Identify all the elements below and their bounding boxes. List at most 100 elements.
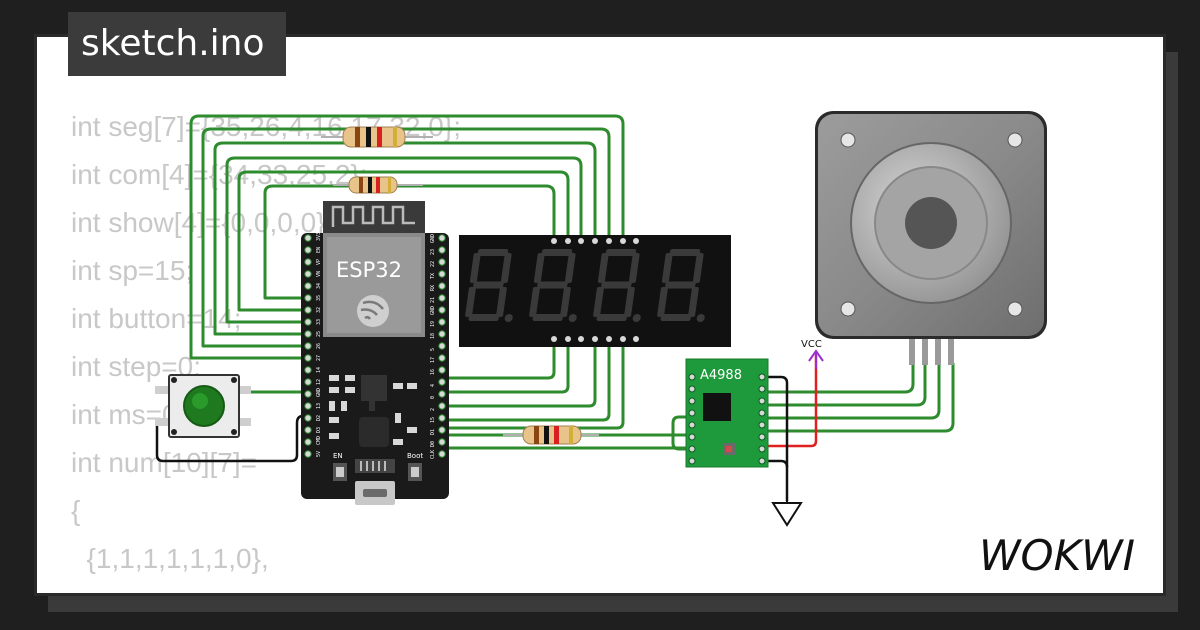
- display-pin[interactable]: [551, 238, 557, 244]
- esp32-pin[interactable]: [304, 402, 312, 410]
- esp32-pin[interactable]: [304, 390, 312, 398]
- code-line: int show[4]={0,0,0,0};: [71, 207, 334, 238]
- en-button[interactable]: [333, 463, 347, 481]
- code-line: int num[10][7]=: [71, 447, 258, 478]
- a4988-pin[interactable]: [688, 433, 696, 441]
- code-line: int button=14;: [71, 303, 242, 334]
- a4988-pin[interactable]: [758, 421, 766, 429]
- a4988-pin[interactable]: [758, 397, 766, 405]
- display-pin[interactable]: [606, 238, 612, 244]
- esp32-pin[interactable]: [304, 318, 312, 326]
- wire-gnd-button: [155, 414, 308, 463]
- wire-gnd-driver-2: [765, 459, 789, 468]
- esp32-pin-label: 35: [316, 295, 322, 301]
- esp32-pin[interactable]: [438, 414, 446, 422]
- a4988-pin[interactable]: [688, 445, 696, 453]
- resistor-3[interactable]: [503, 425, 599, 445]
- a4988-pin[interactable]: [688, 421, 696, 429]
- esp32-pin[interactable]: [438, 258, 446, 266]
- esp32-pin[interactable]: [438, 270, 446, 278]
- esp32-pin[interactable]: [438, 450, 446, 458]
- vcc-marker[interactable]: VCC: [801, 339, 824, 369]
- esp32-pin[interactable]: [304, 426, 312, 434]
- display-pin[interactable]: [620, 238, 626, 244]
- esp32-pin[interactable]: [304, 330, 312, 338]
- display-pin[interactable]: [565, 336, 571, 342]
- esp32-pin[interactable]: [304, 450, 312, 458]
- a4988-driver[interactable]: A4988: [685, 358, 769, 468]
- display-pin[interactable]: [578, 238, 584, 244]
- esp32-label: ESP32: [336, 258, 402, 282]
- a4988-pin[interactable]: [758, 445, 766, 453]
- esp32-pin[interactable]: [304, 306, 312, 314]
- resistor-1[interactable]: [321, 126, 433, 148]
- a4988-pin[interactable]: [758, 373, 766, 381]
- esp32-pin[interactable]: [438, 402, 446, 410]
- esp32-pin[interactable]: [304, 366, 312, 374]
- esp32-pin-label: 22: [430, 261, 436, 267]
- esp32-pin[interactable]: [304, 282, 312, 290]
- esp32-pin[interactable]: [438, 438, 446, 446]
- display-pin[interactable]: [551, 336, 557, 342]
- seven-segment-display[interactable]: [459, 235, 731, 347]
- esp32-board[interactable]: ESP32 3V3ENVPVN343532332526271412GND13D2…: [301, 201, 449, 505]
- esp32-pin[interactable]: [304, 234, 312, 242]
- esp32-pin[interactable]: [304, 414, 312, 422]
- esp32-pin[interactable]: [304, 270, 312, 278]
- display-pin[interactable]: [606, 336, 612, 342]
- display-pin[interactable]: [633, 238, 639, 244]
- file-tab[interactable]: sketch.ino: [68, 12, 286, 76]
- esp32-pin[interactable]: [438, 330, 446, 338]
- usb-port: [355, 459, 395, 505]
- a4988-pin[interactable]: [688, 397, 696, 405]
- a4988-pin[interactable]: [758, 457, 766, 465]
- a4988-pin[interactable]: [688, 457, 696, 465]
- stepper-motor[interactable]: [815, 111, 1047, 365]
- esp32-pin[interactable]: [304, 258, 312, 266]
- esp32-pin-label: CMD: [316, 436, 322, 445]
- a4988-pin[interactable]: [758, 385, 766, 393]
- display-pin[interactable]: [565, 238, 571, 244]
- boot-button[interactable]: [408, 463, 422, 481]
- a4988-pin[interactable]: [688, 373, 696, 381]
- display-pin[interactable]: [592, 238, 598, 244]
- esp32-pin[interactable]: [304, 342, 312, 350]
- esp32-pin[interactable]: [304, 354, 312, 362]
- esp32-pin[interactable]: [438, 282, 446, 290]
- esp32-pin[interactable]: [304, 294, 312, 302]
- resistor-2[interactable]: [333, 176, 423, 194]
- esp32-pin[interactable]: [438, 354, 446, 362]
- a4988-pin[interactable]: [688, 409, 696, 417]
- esp32-pin[interactable]: [438, 318, 446, 326]
- wire-driver-loop: [671, 415, 688, 451]
- display-pin[interactable]: [578, 336, 584, 342]
- esp32-pin-label: 12: [316, 379, 322, 385]
- esp32-pin[interactable]: [304, 378, 312, 386]
- esp32-pin[interactable]: [438, 342, 446, 350]
- esp32-pin[interactable]: [438, 246, 446, 254]
- esp32-pin[interactable]: [304, 438, 312, 446]
- esp32-pin-label: 25: [316, 331, 322, 337]
- esp32-pin[interactable]: [438, 390, 446, 398]
- esp32-pin[interactable]: [438, 294, 446, 302]
- a4988-pin[interactable]: [758, 409, 766, 417]
- display-pin[interactable]: [592, 336, 598, 342]
- ground-symbol[interactable]: [771, 483, 803, 527]
- display-pin[interactable]: [633, 336, 639, 342]
- a4988-pin[interactable]: [758, 433, 766, 441]
- display-digits: [465, 249, 705, 322]
- esp32-pin[interactable]: [438, 366, 446, 374]
- esp32-pin[interactable]: [438, 306, 446, 314]
- diagram-canvas[interactable]: int seg[7]={35,26,4,16,17,32,0};int com[…: [34, 34, 1166, 596]
- esp32-pin[interactable]: [304, 246, 312, 254]
- a4988-pin[interactable]: [688, 385, 696, 393]
- push-button[interactable]: [155, 374, 251, 438]
- esp32-pin[interactable]: [438, 426, 446, 434]
- esp32-pin-label: D0: [430, 441, 436, 447]
- display-pin[interactable]: [620, 336, 626, 342]
- esp32-pin[interactable]: [438, 378, 446, 386]
- digit: [593, 249, 641, 322]
- esp32-pin[interactable]: [438, 234, 446, 242]
- esp32-pin-label: 26: [316, 343, 322, 349]
- wire-seg-f: [263, 184, 556, 300]
